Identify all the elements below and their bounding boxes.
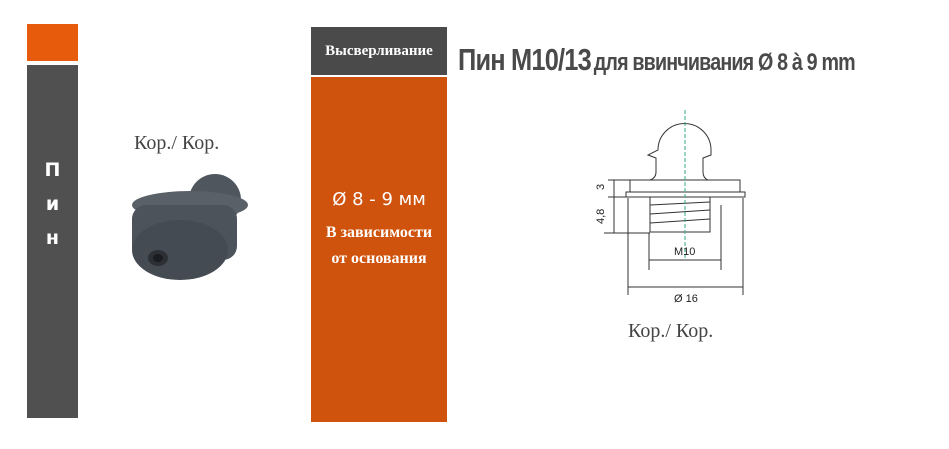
sidebar-accent [27,24,78,61]
drilling-header: Высверливание [311,27,447,75]
dim-m10: M10 [674,246,695,258]
sidebar-letter: и [45,193,60,215]
sidebar-letter: П [44,159,61,181]
drill-note: от основания [331,250,427,267]
dim-3: 3 [595,184,607,190]
drill-note: В зависимости [325,224,433,241]
pin-photo [132,174,248,280]
sidebar-label: П и н [27,65,78,418]
drawing-caption: Кор./ Кор. [628,320,714,342]
dim-d16: Ø 16 [674,293,698,305]
dim-4-8: 4,8 [595,209,607,224]
title-rest: для ввинчивания Ø 8 à 9 mm [593,49,856,76]
product-caption: Кор./ Кор. [134,132,220,154]
drill-diameter: Ø 8 - 9 мм [332,189,426,210]
title-main: Пин M10/13 [458,42,592,77]
drilling-panel: Ø 8 - 9 мм В зависимости от основания [311,77,447,422]
page-title: Пин M10/13 для ввинчивания Ø 8 à 9 mm [458,42,856,78]
sidebar-letter: н [45,227,60,249]
technical-drawing: 3 4,8 M10 Ø 16 [595,110,746,305]
